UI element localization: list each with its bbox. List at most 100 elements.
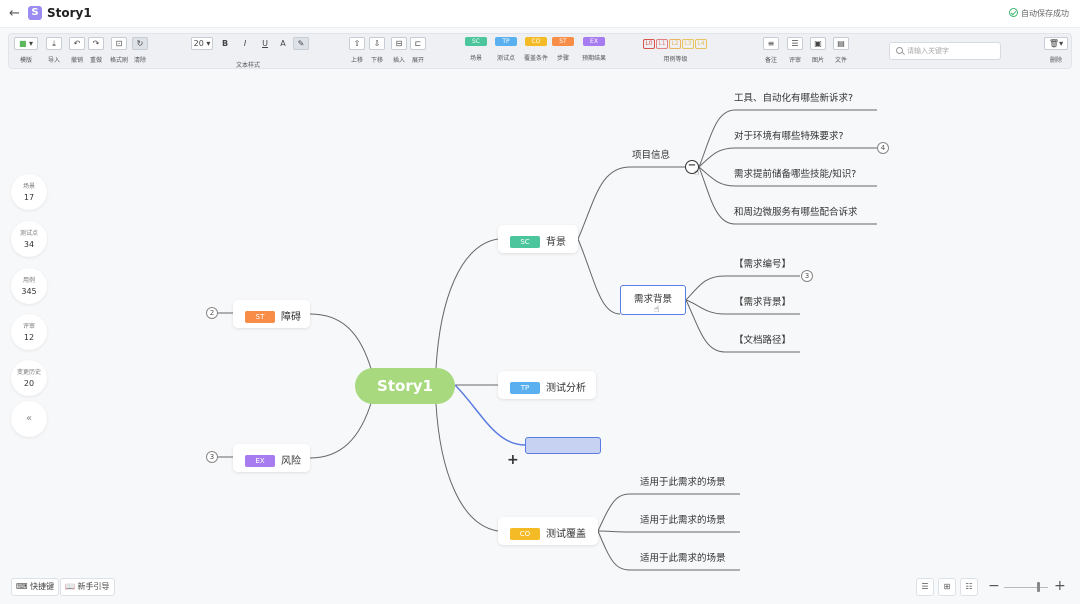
st-child-count[interactable]: 2 <box>206 307 218 319</box>
root-node[interactable]: Story1 <box>355 368 455 404</box>
connector-co-child-1 <box>597 493 740 532</box>
co-child-3[interactable]: 适用于此需求的场景 <box>640 553 726 564</box>
tag-co-label: 覆盖条件 <box>523 55 548 62</box>
tag-sc-button[interactable]: SC 场景 <box>463 37 489 62</box>
priority-l4-button[interactable]: L4 <box>695 39 707 49</box>
priority-l3-button[interactable]: L3 <box>682 39 694 49</box>
clear-button[interactable]: ↻ 清除 <box>132 37 148 64</box>
tag-co-button[interactable]: CO 覆盖条件 <box>521 37 551 62</box>
search-icon <box>896 47 903 54</box>
pi-child-skills[interactable]: 需求提前储备哪些技能/知识? <box>734 169 857 180</box>
format-brush-button[interactable]: ⊡ 格式刷 <box>110 37 128 64</box>
stat-reviews[interactable]: 评审 12 <box>11 314 47 350</box>
move-down-button[interactable]: ⇩ 下移 <box>369 37 385 64</box>
tag-st-button[interactable]: ST 步骤 <box>550 37 576 62</box>
connector-root-st <box>309 313 373 373</box>
connector-root-sc <box>435 238 499 369</box>
connector-pi-child-4 <box>698 166 877 225</box>
underline-icon: U <box>262 39 268 48</box>
redo-button[interactable]: ↷ 重做 <box>88 37 104 64</box>
connector-root-co <box>435 403 499 532</box>
note-button[interactable]: ≡ 备注 <box>763 37 779 64</box>
bold-icon: B <box>221 39 229 48</box>
stat-cases-label: 用例 <box>22 277 35 284</box>
search-input[interactable]: 请输入关键字 <box>889 42 1001 60</box>
delete-button[interactable]: 🗑▾ 删除 <box>1044 37 1068 64</box>
rb-child-doc-path[interactable]: 【文档路径】 <box>734 335 792 346</box>
pi-child-environment[interactable]: 对于环境有哪些特殊要求? <box>734 131 844 142</box>
req-background-child-count[interactable]: 3 <box>801 270 813 282</box>
connector-sc-project-info <box>577 166 686 240</box>
rb-child-number[interactable]: 【需求编号】 <box>734 259 792 270</box>
expand-label: 展开 <box>411 57 424 64</box>
move-up-button[interactable]: ⇧ 上移 <box>349 37 365 64</box>
font-size-select[interactable]: 20 ▾ <box>191 37 213 50</box>
tag-ex-label: 预期结果 <box>581 55 606 62</box>
connector-rb-child-2 <box>685 299 800 315</box>
tag-ex-button[interactable]: EX 预期结果 <box>578 37 610 62</box>
tag-ex: EX <box>245 455 275 467</box>
stat-history[interactable]: 变更历史 20 <box>11 360 47 396</box>
tag-sc-chip: SC <box>465 37 487 46</box>
co-child-1[interactable]: 适用于此需求的场景 <box>640 477 726 488</box>
import-icon: ⤓ <box>46 37 62 50</box>
outline-view-button[interactable]: ☰ <box>916 578 934 596</box>
project-info-child-count[interactable]: 4 <box>877 142 889 154</box>
mindmap-view-button[interactable]: ☷ <box>960 578 978 596</box>
bold-button[interactable]: B <box>217 37 233 50</box>
shortcuts-button[interactable]: ⌨ 快捷键 <box>11 578 60 596</box>
back-arrow-icon[interactable]: ← <box>9 6 20 21</box>
guide-button[interactable]: 📖 新手引导 <box>60 578 115 596</box>
italic-button[interactable]: I <box>237 37 253 50</box>
pi-child-tools[interactable]: 工具、自动化有哪些新诉求? <box>734 93 854 104</box>
add-node-plus-icon[interactable]: + <box>507 452 519 468</box>
priority-l0-button[interactable]: L0 <box>643 39 655 49</box>
node-ex-label: 风险 <box>281 456 301 467</box>
zoom-out-button[interactable]: − <box>988 578 1000 594</box>
priority-l2-button[interactable]: L2 <box>669 39 681 49</box>
node-requirement-background[interactable]: 需求背景 <box>620 285 686 315</box>
node-ex-risk[interactable]: EX 风险 <box>233 444 310 472</box>
pi-child-microservices[interactable]: 和周边微服务有哪些配合诉求 <box>734 207 858 218</box>
zoom-slider-thumb[interactable] <box>1036 582 1040 592</box>
expand-button[interactable]: ⊏ 展开 <box>410 37 426 64</box>
document-title[interactable]: Story1 <box>47 6 92 20</box>
import-button[interactable]: ⤓ 导入 <box>46 37 62 64</box>
collapse-minus-icon[interactable]: − <box>685 160 699 174</box>
template-button[interactable]: ■ ▾ 模版 <box>14 37 38 64</box>
image-button[interactable]: ▣ 图片 <box>810 37 826 64</box>
file-button[interactable]: ▤ 文件 <box>833 37 849 64</box>
redo-label: 重做 <box>89 57 102 64</box>
review-button[interactable]: ☰ 评审 <box>787 37 803 64</box>
book-icon: 📖 <box>65 582 75 591</box>
zoom-slider-track[interactable] <box>1004 587 1048 588</box>
stat-test-points[interactable]: 测试点 34 <box>11 221 47 257</box>
co-child-2[interactable]: 适用于此需求的场景 <box>640 515 726 526</box>
collapse-sidebar-button[interactable]: « <box>11 401 47 437</box>
image-label: 图片 <box>811 57 824 64</box>
stat-cases[interactable]: 用例 345 <box>11 268 47 304</box>
insert-button[interactable]: ⊟ 插入 <box>391 37 407 64</box>
highlight-button[interactable]: ✎ <box>293 37 309 50</box>
rb-child-background[interactable]: 【需求背景】 <box>734 297 792 308</box>
ex-child-count[interactable]: 3 <box>206 451 218 463</box>
tag-tp-button[interactable]: TP 测试点 <box>493 37 519 62</box>
undo-button[interactable]: ↶ 撤销 <box>69 37 85 64</box>
stat-reviews-label: 评审 <box>22 323 35 330</box>
node-project-info[interactable]: 项目信息 <box>632 150 671 161</box>
stat-reviews-value: 12 <box>23 333 35 342</box>
font-color-button[interactable]: A <box>275 37 291 50</box>
document-badge-icon: S <box>28 6 42 20</box>
priority-l1-button[interactable]: L1 <box>656 39 668 49</box>
new-node-editor[interactable] <box>525 437 601 454</box>
tag-st: ST <box>245 311 275 323</box>
grid-view-button[interactable]: ⊞ <box>938 578 956 596</box>
underline-button[interactable]: U <box>257 37 273 50</box>
zoom-in-button[interactable]: + <box>1054 578 1066 594</box>
stat-scenes[interactable]: 场景 17 <box>11 174 47 210</box>
